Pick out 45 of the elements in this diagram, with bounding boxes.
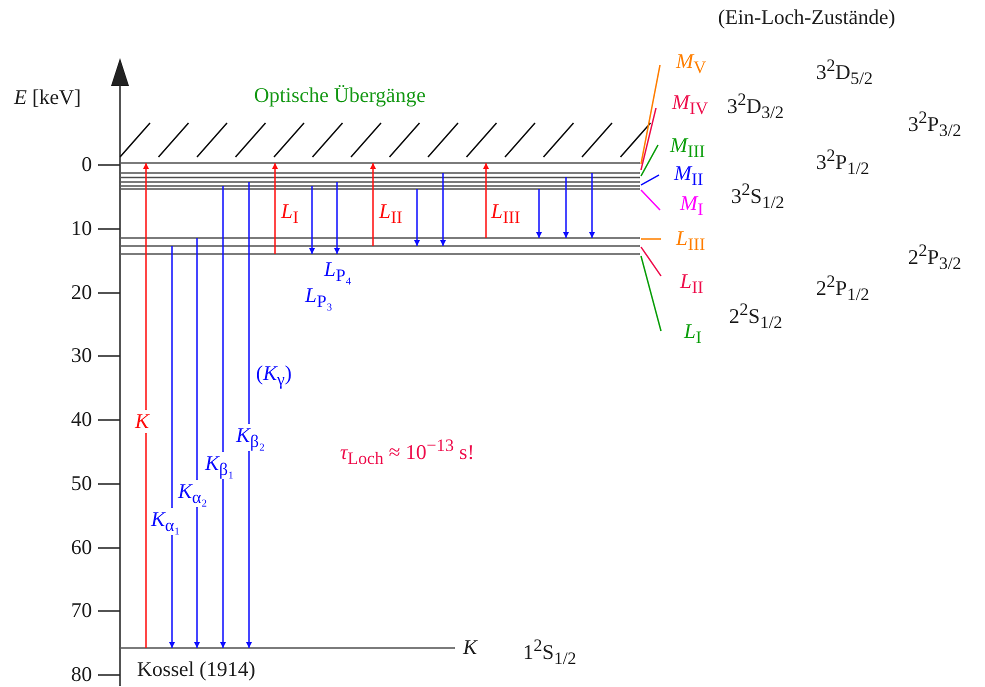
shell-label: M$_{I}$	[680, 192, 704, 220]
tick-label: 30	[71, 344, 92, 368]
term-symbol: 3$^{2}$D$_{3/2}$	[727, 90, 784, 122]
transition-label: K$_{α₁}$	[149, 508, 182, 536]
shell-label: M$_{III}$	[670, 134, 705, 162]
note: τ$_{Loch}$ ≈ 10$^{−13}$ s!	[340, 436, 474, 468]
leader-line	[640, 108, 657, 170]
shell-label: M$_{V}$	[676, 50, 706, 78]
transition-label: K$_{α₂}$	[176, 480, 210, 508]
term-symbol: 3$^{2}$P$_{3/2}$	[908, 108, 962, 140]
region-label: Optische Übergänge	[254, 84, 426, 108]
leader-line	[640, 189, 661, 211]
level-label: K	[463, 636, 478, 660]
leader-line	[641, 238, 661, 240]
shell-label: M$_{II}$	[674, 162, 704, 190]
tick-label: 10	[71, 217, 92, 240]
shell-label: M$_{IV}$	[672, 91, 708, 118]
tick-label: 50	[71, 472, 92, 496]
term-symbol: 3$^{2}$P$_{1/2}$	[816, 146, 870, 178]
tick-label: 0	[82, 153, 92, 176]
tick-label: 40	[71, 408, 92, 432]
caption: Kossel (1914)	[137, 658, 256, 682]
term-symbol: 1$^{2}$S$_{1/2}$	[523, 636, 576, 668]
heading: (Ein-Loch-Zustände)	[718, 6, 896, 30]
term-symbol: 2$^{2}$P$_{3/2}$	[908, 241, 962, 274]
leader-line	[640, 246, 662, 276]
tick-label: 20	[71, 281, 92, 304]
shell-label: L$_{II}$	[680, 270, 704, 298]
tick-label: 70	[71, 599, 92, 622]
axis-title: E [keV]	[14, 86, 82, 110]
transition-label: K	[133, 410, 152, 434]
leader-line	[640, 144, 659, 176]
leader-line	[640, 174, 660, 186]
leader-line	[640, 64, 661, 164]
shell-label: L$_{I}$	[684, 320, 702, 348]
leader-line	[640, 256, 662, 332]
transition-label: (K$_{γ}$)	[254, 362, 294, 390]
term-symbol: 2$^{2}$P$_{1/2}$	[816, 272, 870, 304]
transition-label: K$_{β₂}$	[234, 424, 268, 452]
term-symbol: 3$^{2}$S$_{1/2}$	[731, 180, 784, 212]
term-symbol: 2$^{2}$S$_{1/2}$	[729, 300, 782, 332]
term-symbol: 3$^{2}$D$_{5/2}$	[816, 56, 873, 88]
shell-label: L$_{III}$	[676, 227, 706, 254]
tick-label: 80	[71, 663, 92, 686]
tick-label: 60	[71, 536, 92, 560]
